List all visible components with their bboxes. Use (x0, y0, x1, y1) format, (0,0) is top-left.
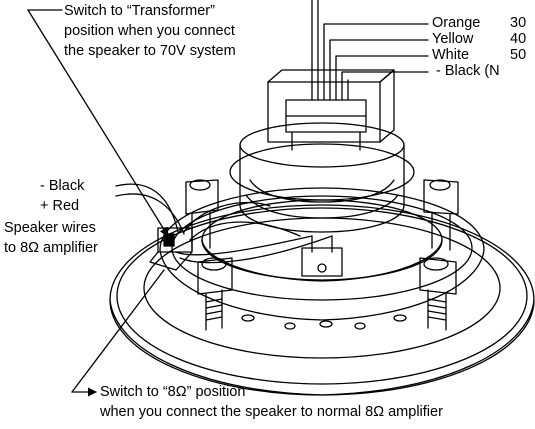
ring-pegs (241, 314, 407, 330)
tap-color: Orange (432, 15, 481, 31)
tap-value: 40 (510, 31, 527, 47)
transformer-callout-line3: the speaker to 70V system (64, 43, 236, 59)
tap-value: 30 (510, 15, 527, 31)
tap-value: 50 (510, 47, 527, 63)
terminal-block (301, 235, 343, 277)
speaker-wires-desc-line2: to 8Ω amplifier (4, 240, 98, 256)
tap-color: Yellow (432, 31, 474, 47)
tap-color: - Black (N (436, 63, 500, 79)
speaker-wires-desc-line1: Speaker wires (4, 220, 96, 236)
wire-label-red: + Red (40, 198, 80, 214)
tap-label-yellow: Yellow 40 (432, 31, 526, 48)
magnet-body (229, 122, 415, 233)
transformer-leads (311, 0, 429, 101)
tap-color: White (432, 47, 470, 63)
eight-ohm-callout-line2: when you connect the speaker to normal 8… (100, 404, 443, 420)
wire-label-black: - Black (40, 178, 85, 194)
transformer (267, 69, 395, 151)
tap-label-orange: Orange 30 (432, 15, 526, 32)
mounting-clamps (185, 179, 459, 331)
callout-leaders (27, 9, 169, 397)
speaker-wires (115, 183, 333, 264)
tap-label-black: - Black (N (436, 63, 500, 80)
transformer-callout-line2: position when you connect (64, 23, 235, 39)
selector-switch (149, 227, 193, 271)
tap-label-white: White 50 (432, 47, 526, 64)
eight-ohm-callout-line1: Switch to “8Ω” position (100, 384, 246, 400)
transformer-callout-line1: Switch to “Transformer” (64, 3, 215, 19)
